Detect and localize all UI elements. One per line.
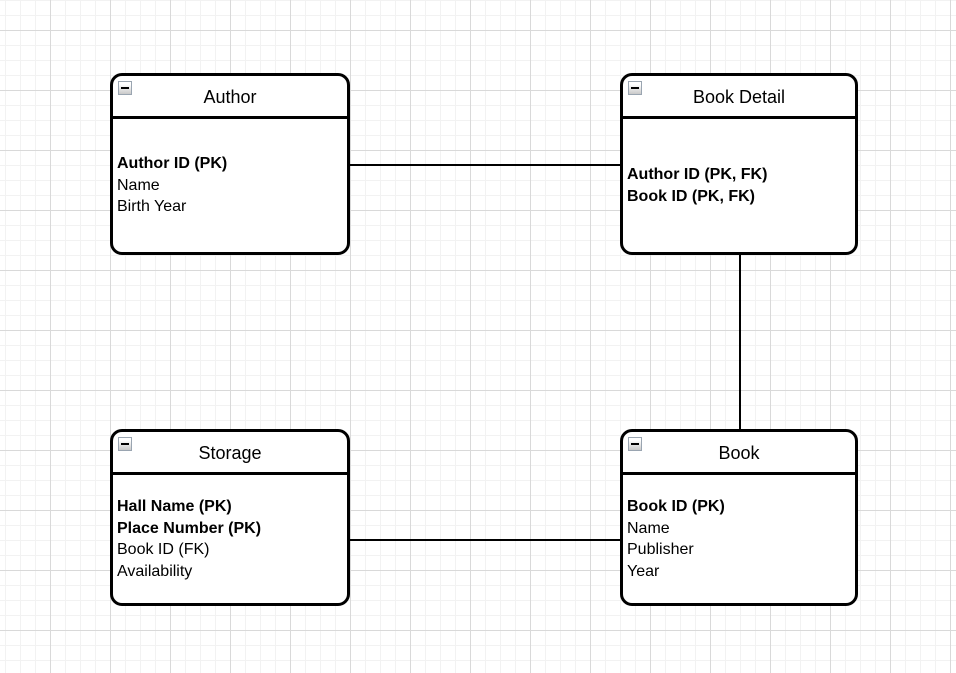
entity-attribute: Publisher bbox=[627, 541, 694, 558]
collapse-icon[interactable] bbox=[628, 81, 642, 95]
entity-title: Author bbox=[203, 87, 257, 107]
entity-book-detail-attributes: Author ID (PK, FK) Book ID (PK, FK) bbox=[623, 119, 855, 252]
entity-storage[interactable]: Storage Hall Name (PK) Place Number (PK) B… bbox=[110, 429, 350, 606]
minus-glyph bbox=[631, 443, 639, 445]
edge-storage-book[interactable] bbox=[349, 539, 621, 541]
minus-glyph bbox=[631, 87, 639, 89]
minus-glyph bbox=[121, 87, 129, 89]
collapse-icon[interactable] bbox=[628, 437, 642, 451]
entity-attribute: Book ID (PK) bbox=[627, 498, 725, 515]
edge-author-bookdetail[interactable] bbox=[349, 164, 621, 166]
entity-book-titlebar: Book bbox=[623, 432, 855, 475]
entity-attribute: Place Number (PK) bbox=[117, 519, 262, 537]
entity-attribute: Hall Name (PK) bbox=[117, 498, 232, 515]
edge-bookdetail-book[interactable] bbox=[739, 253, 741, 432]
entity-storage-titlebar: Storage bbox=[113, 432, 347, 475]
entity-attribute: Birth Year bbox=[117, 198, 187, 216]
entity-title: Book bbox=[718, 443, 760, 463]
entity-storage-attributes: Hall Name (PK) Place Number (PK) Book ID (… bbox=[113, 475, 347, 603]
collapse-icon[interactable] bbox=[118, 81, 132, 95]
minus-glyph bbox=[121, 443, 129, 445]
entity-attribute: Name bbox=[117, 176, 160, 194]
entity-attribute: Author ID (PK, FK) bbox=[627, 166, 768, 183]
entity-book-detail-titlebar: Book Detail bbox=[623, 76, 855, 119]
entity-attribute: Name bbox=[627, 519, 670, 537]
entity-attribute: Book ID (FK) bbox=[117, 541, 210, 558]
entity-attribute: Year bbox=[627, 562, 660, 580]
entity-attribute: Author ID (PK) bbox=[117, 155, 228, 173]
entity-author-titlebar: Author bbox=[113, 76, 347, 119]
entity-title: Storage bbox=[198, 443, 262, 463]
collapse-icon[interactable] bbox=[118, 437, 132, 451]
entity-attribute: Availability bbox=[117, 562, 193, 580]
entity-book-detail[interactable]: Book Detail Author ID (PK, FK) Book ID (P… bbox=[620, 73, 858, 255]
entity-attribute: Book ID (PK, FK) bbox=[627, 187, 755, 205]
entity-title: Book Detail bbox=[692, 87, 786, 107]
